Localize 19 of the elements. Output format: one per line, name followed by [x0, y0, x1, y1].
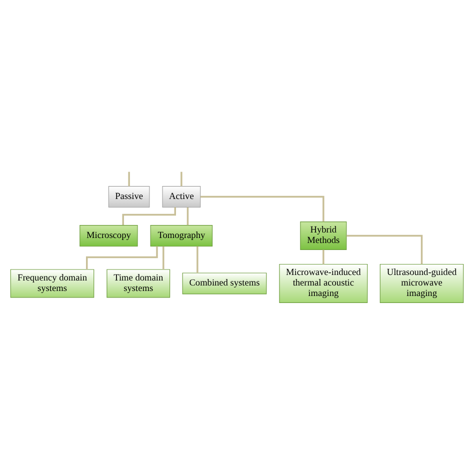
connector [128, 172, 130, 186]
node-box: Time domain systems [106, 269, 170, 298]
node-box: Microwave-induced thermal acoustic imaging [279, 264, 368, 303]
connector [200, 196, 324, 222]
node-box: Active [162, 186, 201, 208]
connector [346, 234, 423, 264]
node-box: Passive [108, 186, 150, 208]
node-box: Tomography [150, 225, 213, 247]
node-box: Frequency domain systems [10, 269, 94, 298]
connector [186, 207, 189, 226]
connector [322, 250, 324, 264]
connector [180, 172, 182, 186]
connector [162, 246, 164, 270]
connector [122, 207, 176, 226]
node-box: Hybrid Methods [300, 222, 347, 250]
node-box: Combined systems [182, 272, 267, 294]
node-box: Microscopy [80, 225, 138, 247]
connector [196, 246, 198, 273]
node-box: Ultrasound-guided microwave imaging [380, 264, 464, 303]
